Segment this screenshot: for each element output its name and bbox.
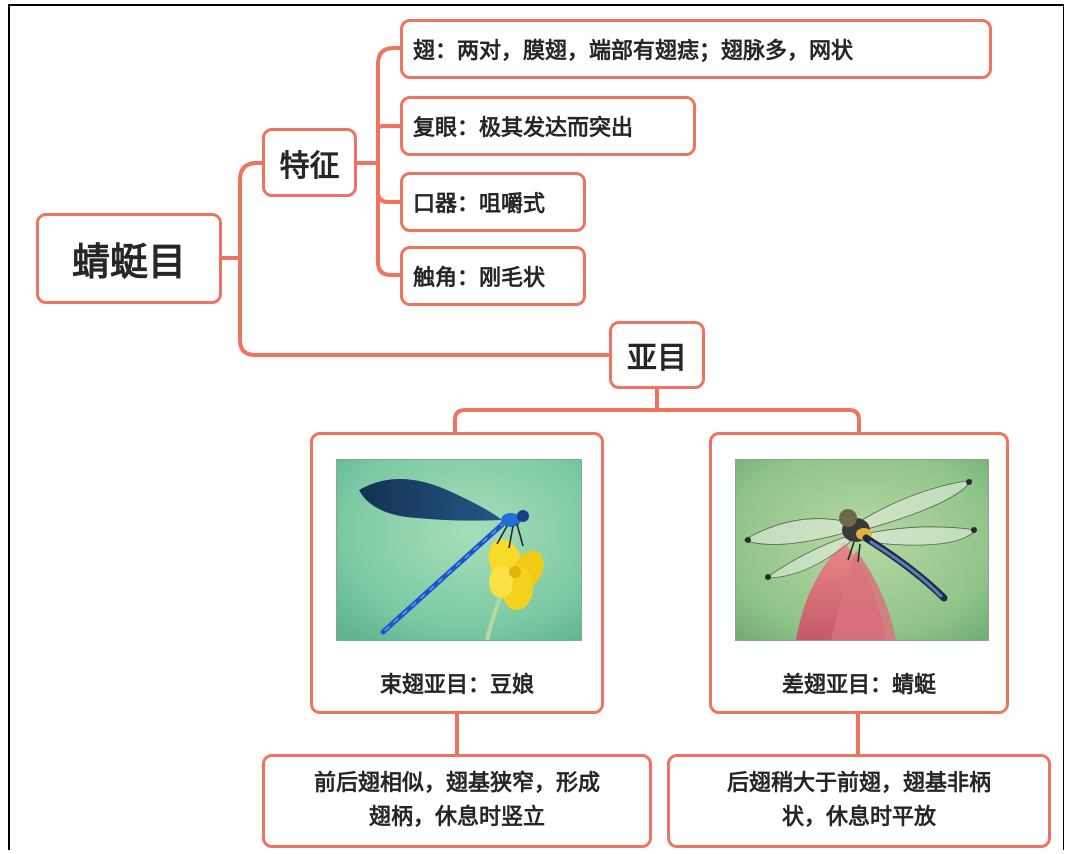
root-node[interactable]: 蜻蜓目 (36, 213, 222, 304)
feature-wings-label: 翅：两对，膜翅，端部有翅痣；翅脉多，网状 (413, 39, 854, 64)
damselfly-description-line2: 翅柄，休息时竖立 (368, 805, 545, 830)
connector-suborder-bar (453, 408, 861, 434)
feature-eyes-label: 复眼：极其发达而突出 (413, 116, 634, 141)
dragonfly-description-line2: 状，休息时平放 (781, 805, 936, 830)
feature-eyes-node[interactable]: 复眼：极其发达而突出 (400, 96, 696, 156)
connector-leaf-3 (376, 161, 402, 204)
damselfly-label: 束翅亚目：豆娘 (379, 673, 534, 698)
connector-leaf-1 (376, 46, 402, 165)
feature-antennae-node[interactable]: 触角：刚毛状 (400, 246, 586, 306)
feature-wings-node[interactable]: 翅：两对，膜翅，端部有翅痣；翅脉多，网状 (400, 19, 992, 79)
features-label: 特征 (279, 148, 340, 184)
feature-mouthparts-label: 口器：咀嚼式 (413, 192, 546, 217)
dragonfly-description[interactable]: 后翅稍大于前翅，翅基非柄 状，休息时平放 (667, 754, 1051, 848)
suborders-label: 亚目 (627, 341, 687, 376)
dragonfly-description-line1: 后翅稍大于前翅，翅基非柄 (726, 771, 991, 796)
damselfly-description-line1: 前后翅相似，翅基狭窄，形成 (313, 771, 600, 796)
suborders-node[interactable]: 亚目 (609, 321, 705, 389)
connector-leaf-2 (376, 124, 402, 132)
damselfly-description[interactable]: 前后翅相似，翅基狭窄，形成 翅柄，休息时竖立 (262, 754, 652, 848)
connector-root-suborders (238, 256, 611, 357)
connector-root-features (220, 161, 264, 260)
dragonfly-card[interactable]: 差翅亚目：蜻蜓 (709, 432, 1009, 714)
damselfly-card[interactable]: 束翅亚目：豆娘 (310, 432, 604, 714)
canvas-frame (8, 4, 1064, 850)
dragonfly-image (735, 459, 989, 641)
damselfly-image (336, 459, 582, 641)
dragonfly-label: 差翅亚目：蜻蜓 (781, 673, 936, 698)
feature-antennae-label: 触角：刚毛状 (413, 266, 546, 291)
features-node[interactable]: 特征 (262, 128, 357, 197)
root-label: 蜻蜓目 (71, 240, 186, 284)
connector-leaf-4 (376, 161, 402, 277)
feature-mouthparts-node[interactable]: 口器：咀嚼式 (400, 172, 586, 232)
